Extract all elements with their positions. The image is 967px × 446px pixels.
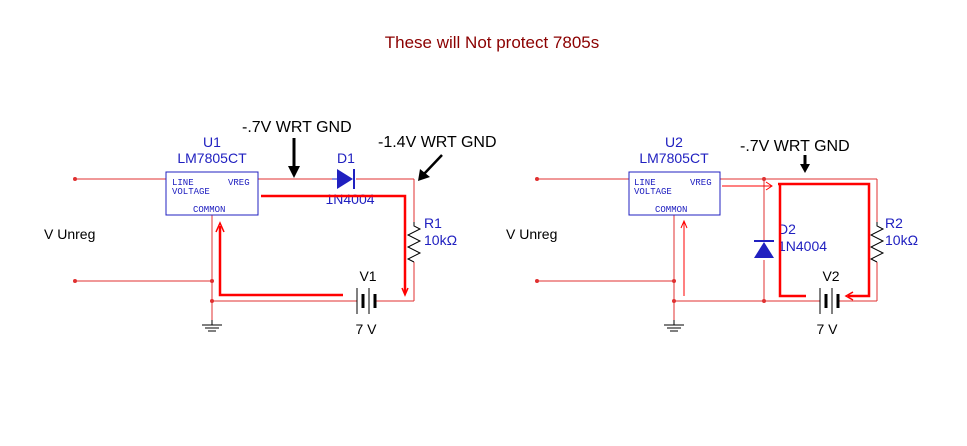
battery-v2-symbol	[819, 288, 840, 314]
regulator-u2	[628, 171, 721, 216]
resistor-r2-symbol	[869, 222, 885, 263]
left-input-label: V Unreg	[44, 226, 95, 242]
r2-value-label: 10kΩ	[885, 232, 918, 248]
r1-value-label: 10kΩ	[424, 232, 457, 248]
u1-pin-voltage: VOLTAGE	[172, 187, 210, 197]
u1-ref-label: U1	[203, 134, 221, 150]
left-ground-symbol	[202, 320, 222, 332]
right-ground-symbol	[664, 320, 684, 332]
left-annotation-2: -1.4V WRT GND	[378, 134, 497, 151]
battery-v1-symbol	[356, 288, 377, 314]
u2-pin-voltage: VOLTAGE	[634, 187, 672, 197]
d2-part-label: 1N4004	[778, 238, 827, 254]
diode-d1-symbol	[332, 169, 355, 189]
u1-pin-line: LINE	[172, 178, 194, 188]
u1-pin-vreg: VREG	[228, 178, 250, 188]
right-circuit: U2 LM7805CT LINE VOLTAGE VREG COMMON D2 …	[506, 134, 918, 337]
right-junctions	[535, 177, 766, 303]
u2-pin-vreg: VREG	[690, 178, 712, 188]
d1-part-label: 1N4004	[325, 191, 374, 207]
d1-ref-label: D1	[337, 150, 355, 166]
right-annotation-1-arrow	[800, 155, 810, 173]
u2-part-label: LM7805CT	[639, 150, 709, 166]
r2-ref-label: R2	[885, 215, 903, 231]
d2-ref-label: D2	[778, 221, 796, 237]
diode-d2-symbol	[754, 240, 774, 258]
resistor-r1-symbol	[406, 222, 422, 263]
left-annotation-2-arrow	[418, 154, 443, 181]
v2-ref-label: V2	[822, 268, 839, 284]
right-input-label: V Unreg	[506, 226, 557, 242]
r1-ref-label: R1	[424, 215, 442, 231]
u2-pin-line: LINE	[634, 178, 656, 188]
page-title: These will Not protect 7805s	[385, 33, 600, 52]
v1-ref-label: V1	[359, 268, 376, 284]
v1-value-label: 7 V	[355, 321, 377, 337]
v2-value-label: 7 V	[816, 321, 838, 337]
right-current-thin	[680, 181, 773, 296]
left-annotation-1: -.7V WRT GND	[242, 119, 352, 136]
left-current-path	[215, 194, 409, 297]
regulator-u1	[165, 171, 259, 216]
right-current-path	[778, 182, 871, 301]
u1-part-label: LM7805CT	[177, 150, 247, 166]
u2-ref-label: U2	[665, 134, 683, 150]
u2-pin-common: COMMON	[655, 205, 687, 215]
left-junctions	[73, 177, 214, 303]
left-circuit: U1 LM7805CT LINE VOLTAGE VREG COMMON D1 …	[44, 119, 497, 337]
left-annotation-1-arrow	[288, 138, 300, 178]
u1-pin-common: COMMON	[193, 205, 225, 215]
right-annotation-1: -.7V WRT GND	[740, 138, 850, 155]
